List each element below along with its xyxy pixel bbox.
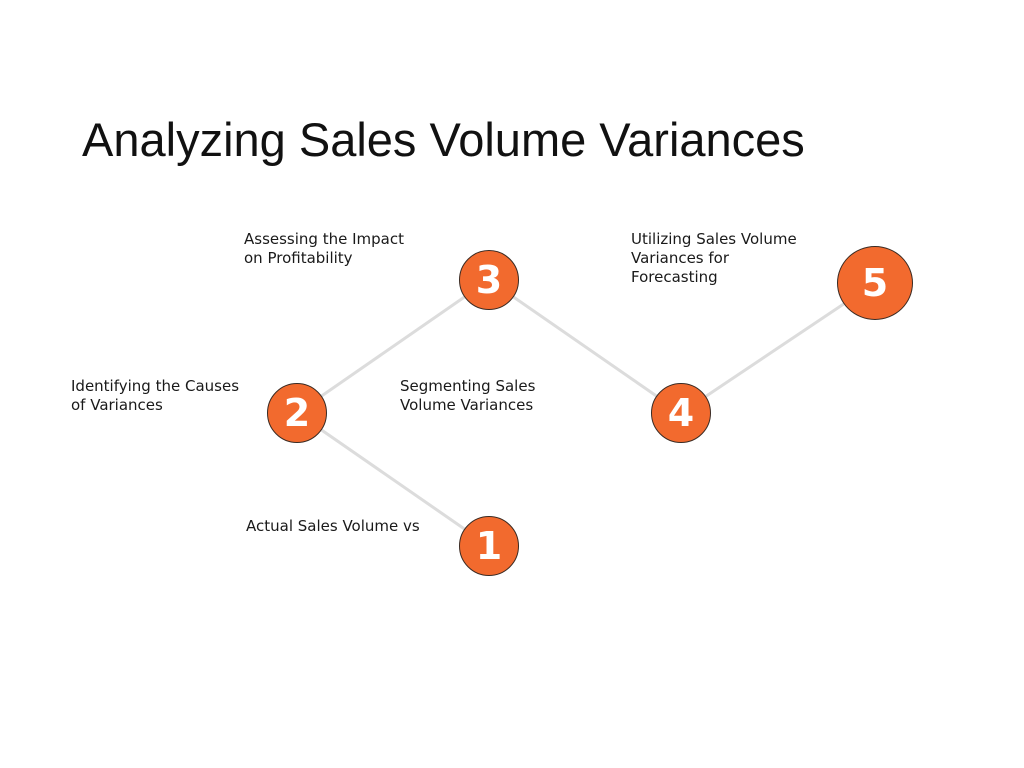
step-4-node: 4 [651, 383, 711, 443]
step-1-node: 1 [459, 516, 519, 576]
connector-2-3 [295, 278, 491, 415]
step-5-node: 5 [837, 246, 913, 320]
step-3-label: Assessing the Impact on Profitability [244, 230, 404, 267]
step-5-number: 5 [861, 261, 889, 305]
step-1-number: 1 [475, 524, 503, 568]
step-3-number: 3 [475, 258, 503, 302]
step-4-label: Segmenting Sales Volume Variances [400, 377, 536, 414]
page-title: Analyzing Sales Volume Variances [82, 113, 805, 166]
step-2-node: 2 [267, 383, 327, 443]
step-1-label: Actual Sales Volume vs [246, 517, 420, 535]
step-2-label: Identifying the Causes of Variances [71, 377, 240, 414]
step-4-number: 4 [667, 391, 695, 435]
step-5-label: Utilizing Sales Volume Variances for For… [631, 230, 797, 286]
step-2-number: 2 [283, 391, 311, 435]
connector-4-5 [679, 281, 877, 415]
connector-3-4 [487, 278, 683, 415]
step-3-node: 3 [459, 250, 519, 310]
connector-1-2 [295, 411, 491, 548]
